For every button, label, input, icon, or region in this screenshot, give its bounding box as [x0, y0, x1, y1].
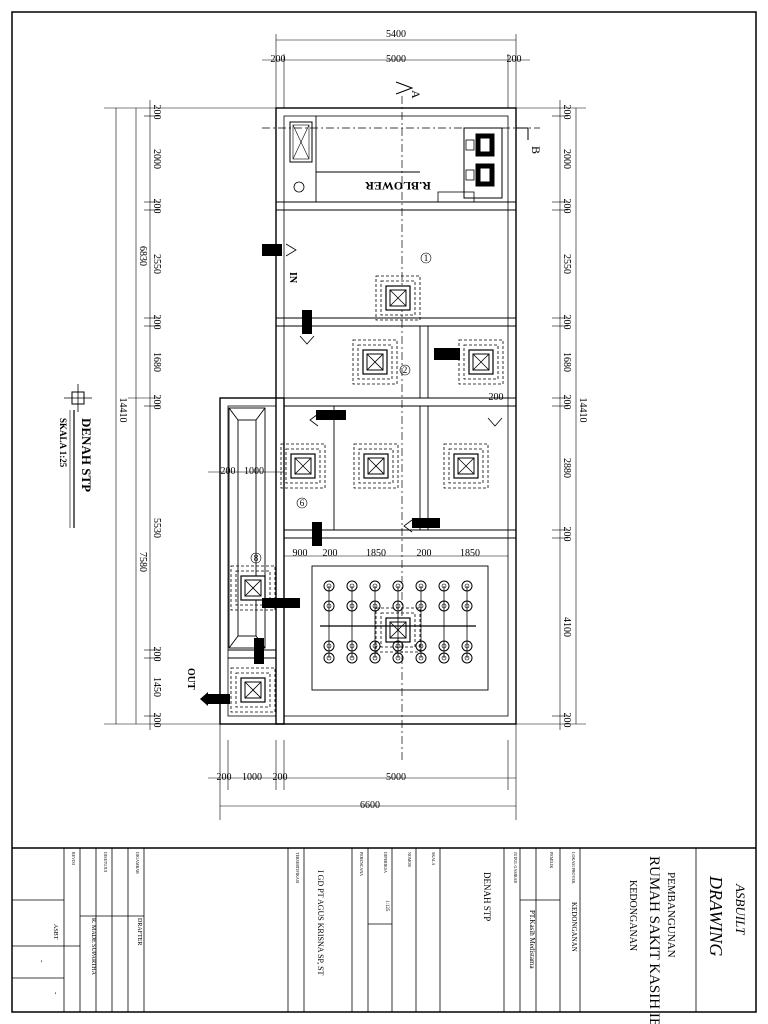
chamber-number-1: 1: [424, 253, 429, 263]
col-value-1: 1:125: [384, 900, 389, 912]
rev-caption: REVISI: [71, 852, 76, 866]
dim-top-left-wall: 200: [271, 54, 286, 65]
chamber-number-8: 8: [254, 553, 259, 563]
dim-inner-g: 1000: [244, 466, 264, 477]
contractor-caption: PEMILIK: [549, 852, 554, 868]
dim-inner-a: 900: [293, 548, 308, 559]
dim-right-w2: 200: [561, 315, 572, 330]
dim-inner-f: 200: [221, 466, 236, 477]
project-caption: PEMBANGUNAN: [665, 872, 677, 958]
dim-bottom-left-inner: 1000: [242, 772, 262, 783]
room-label-blower: R.BLOWER: [365, 179, 431, 193]
dimension-lines: [104, 34, 586, 820]
dim-right-w0: 200: [561, 105, 572, 120]
designer-name: I GD PT AGUS KRISNA SP, ST: [316, 870, 325, 976]
drafter-value: DRAFTER: [136, 918, 142, 945]
dim-bottom-inner: 5000: [386, 772, 406, 783]
project-name: RUMAH SAKIT KASIH IBU: [646, 856, 662, 1024]
dim-left-w4: 200: [151, 647, 162, 662]
dim-right-d2: 2550: [561, 254, 572, 274]
title-block-grid: [12, 848, 697, 1012]
rev-2: -: [38, 960, 46, 963]
plan-scale: SKALA 1:25: [58, 418, 68, 468]
chamber-number-2: 2: [403, 365, 408, 375]
dim-left-d1: 2000: [151, 149, 162, 169]
dim-right-w1: 200: [561, 199, 572, 214]
blower-room-equipment: [289, 121, 503, 203]
dim-left-top-wall: 200: [151, 105, 162, 120]
dim-left-sub-lower: 7580: [137, 552, 148, 572]
diffuser-grid: [320, 580, 476, 664]
dim-right-w3: 200: [561, 395, 572, 410]
designer-sub: TERSERTIFIKASI: [295, 852, 300, 884]
designer-caption: PERENCANA: [359, 852, 364, 876]
outlet-label: OUT: [185, 668, 196, 690]
dim-top-inner: 5000: [386, 54, 406, 65]
title-block-text: ASBUILT DRAWING PEMBANGUNAN RUMAH SAKIT …: [38, 852, 748, 1024]
section-b-label: B: [529, 146, 543, 154]
owner-value: KEDONGANAN: [570, 902, 578, 952]
col-caption-3: DIPERIKSA: [383, 852, 388, 873]
drafter-caption: DIGAMBAR: [135, 852, 140, 874]
dim-inner-e: 1850: [460, 548, 480, 559]
dim-top-total: 5400: [386, 29, 406, 40]
rev-1: ASBT: [52, 924, 58, 940]
dim-inner-c: 1850: [366, 548, 386, 559]
chamber-number-6: 6: [300, 498, 305, 508]
dimension-text: 5400 200 5000 200 200 1000 200 5000 6600…: [217, 29, 522, 811]
dim-left-d4: 5530: [151, 518, 162, 538]
col-caption-2: NOMOR: [407, 852, 412, 867]
section-b-marker: [516, 127, 529, 140]
internal-walls: [228, 116, 516, 691]
dim-inner-d: 200: [417, 548, 432, 559]
project-location: KEDONGANAN: [627, 880, 638, 951]
col-caption-1: SKALA: [431, 852, 436, 865]
dim-right-w4: 200: [561, 527, 572, 542]
stp-outline: [219, 107, 517, 725]
stamp-drawing: DRAWING: [706, 875, 726, 956]
dim-bottom-left-wall: 200: [217, 772, 232, 783]
dim-right-total: 14410: [577, 398, 588, 423]
sheet-caption: JUDUL GAMBAR: [513, 852, 518, 883]
rev-3: -: [52, 992, 60, 995]
section-a-marker: [395, 81, 414, 95]
pipe-connectors: [200, 244, 460, 706]
dim-left-d2: 2550: [151, 254, 162, 274]
plan-title: DENAH STP: [79, 418, 94, 492]
outer-border: [11, 11, 757, 1013]
dim-right-d4: 2880: [561, 458, 572, 478]
dim-left-sub-upper: 6830: [137, 246, 148, 266]
inlet-label: IN: [287, 272, 298, 284]
dim-left-d5: 1450: [151, 677, 162, 697]
dim-inner-b: 200: [323, 548, 338, 559]
contractor-value: PT.Kasih Medistama: [528, 910, 536, 969]
dim-top-right-wall: 200: [507, 54, 522, 65]
sheet-title: DENAH STP: [482, 872, 492, 921]
manager-name: R. MADE SUPARTHA: [90, 918, 96, 976]
dim-right-w5: 200: [561, 713, 572, 728]
stamp-asbuilt: ASBUILT: [733, 883, 748, 935]
owner-caption: LOKASI PROYEK: [571, 852, 576, 884]
plan-caption: DENAH STP SKALA 1:25: [58, 384, 94, 528]
dim-right-d3: 1680: [561, 352, 572, 372]
dim-right-d1: 2000: [561, 149, 572, 169]
dim-left-total: 14410: [117, 398, 128, 423]
manager-caption: DISETUJUI: [103, 852, 108, 873]
chamber-number-markers: 1 2 6 8: [250, 252, 432, 564]
dim-left-w2: 200: [151, 315, 162, 330]
dim-bottom-mid-wall: 200: [273, 772, 288, 783]
dim-inner-wall-label: 200: [489, 392, 504, 403]
flow-arrows: [285, 243, 503, 533]
dim-left-d3: 1680: [151, 352, 162, 372]
left-dimension-text: 200 2000 200 2550 200 1680 200 5530 200 …: [117, 105, 162, 728]
dim-left-w3: 200: [151, 395, 162, 410]
right-dimension-text: 200 2000 200 2550 200 1680 200 2880 200 …: [561, 105, 588, 728]
dim-right-d5: 4100: [561, 617, 572, 637]
dim-bottom-total: 6600: [360, 800, 380, 811]
section-lines: [262, 96, 540, 760]
section-a-label: A: [409, 90, 423, 99]
dim-left-w5: 200: [151, 713, 162, 728]
dim-left-w1: 200: [151, 199, 162, 214]
